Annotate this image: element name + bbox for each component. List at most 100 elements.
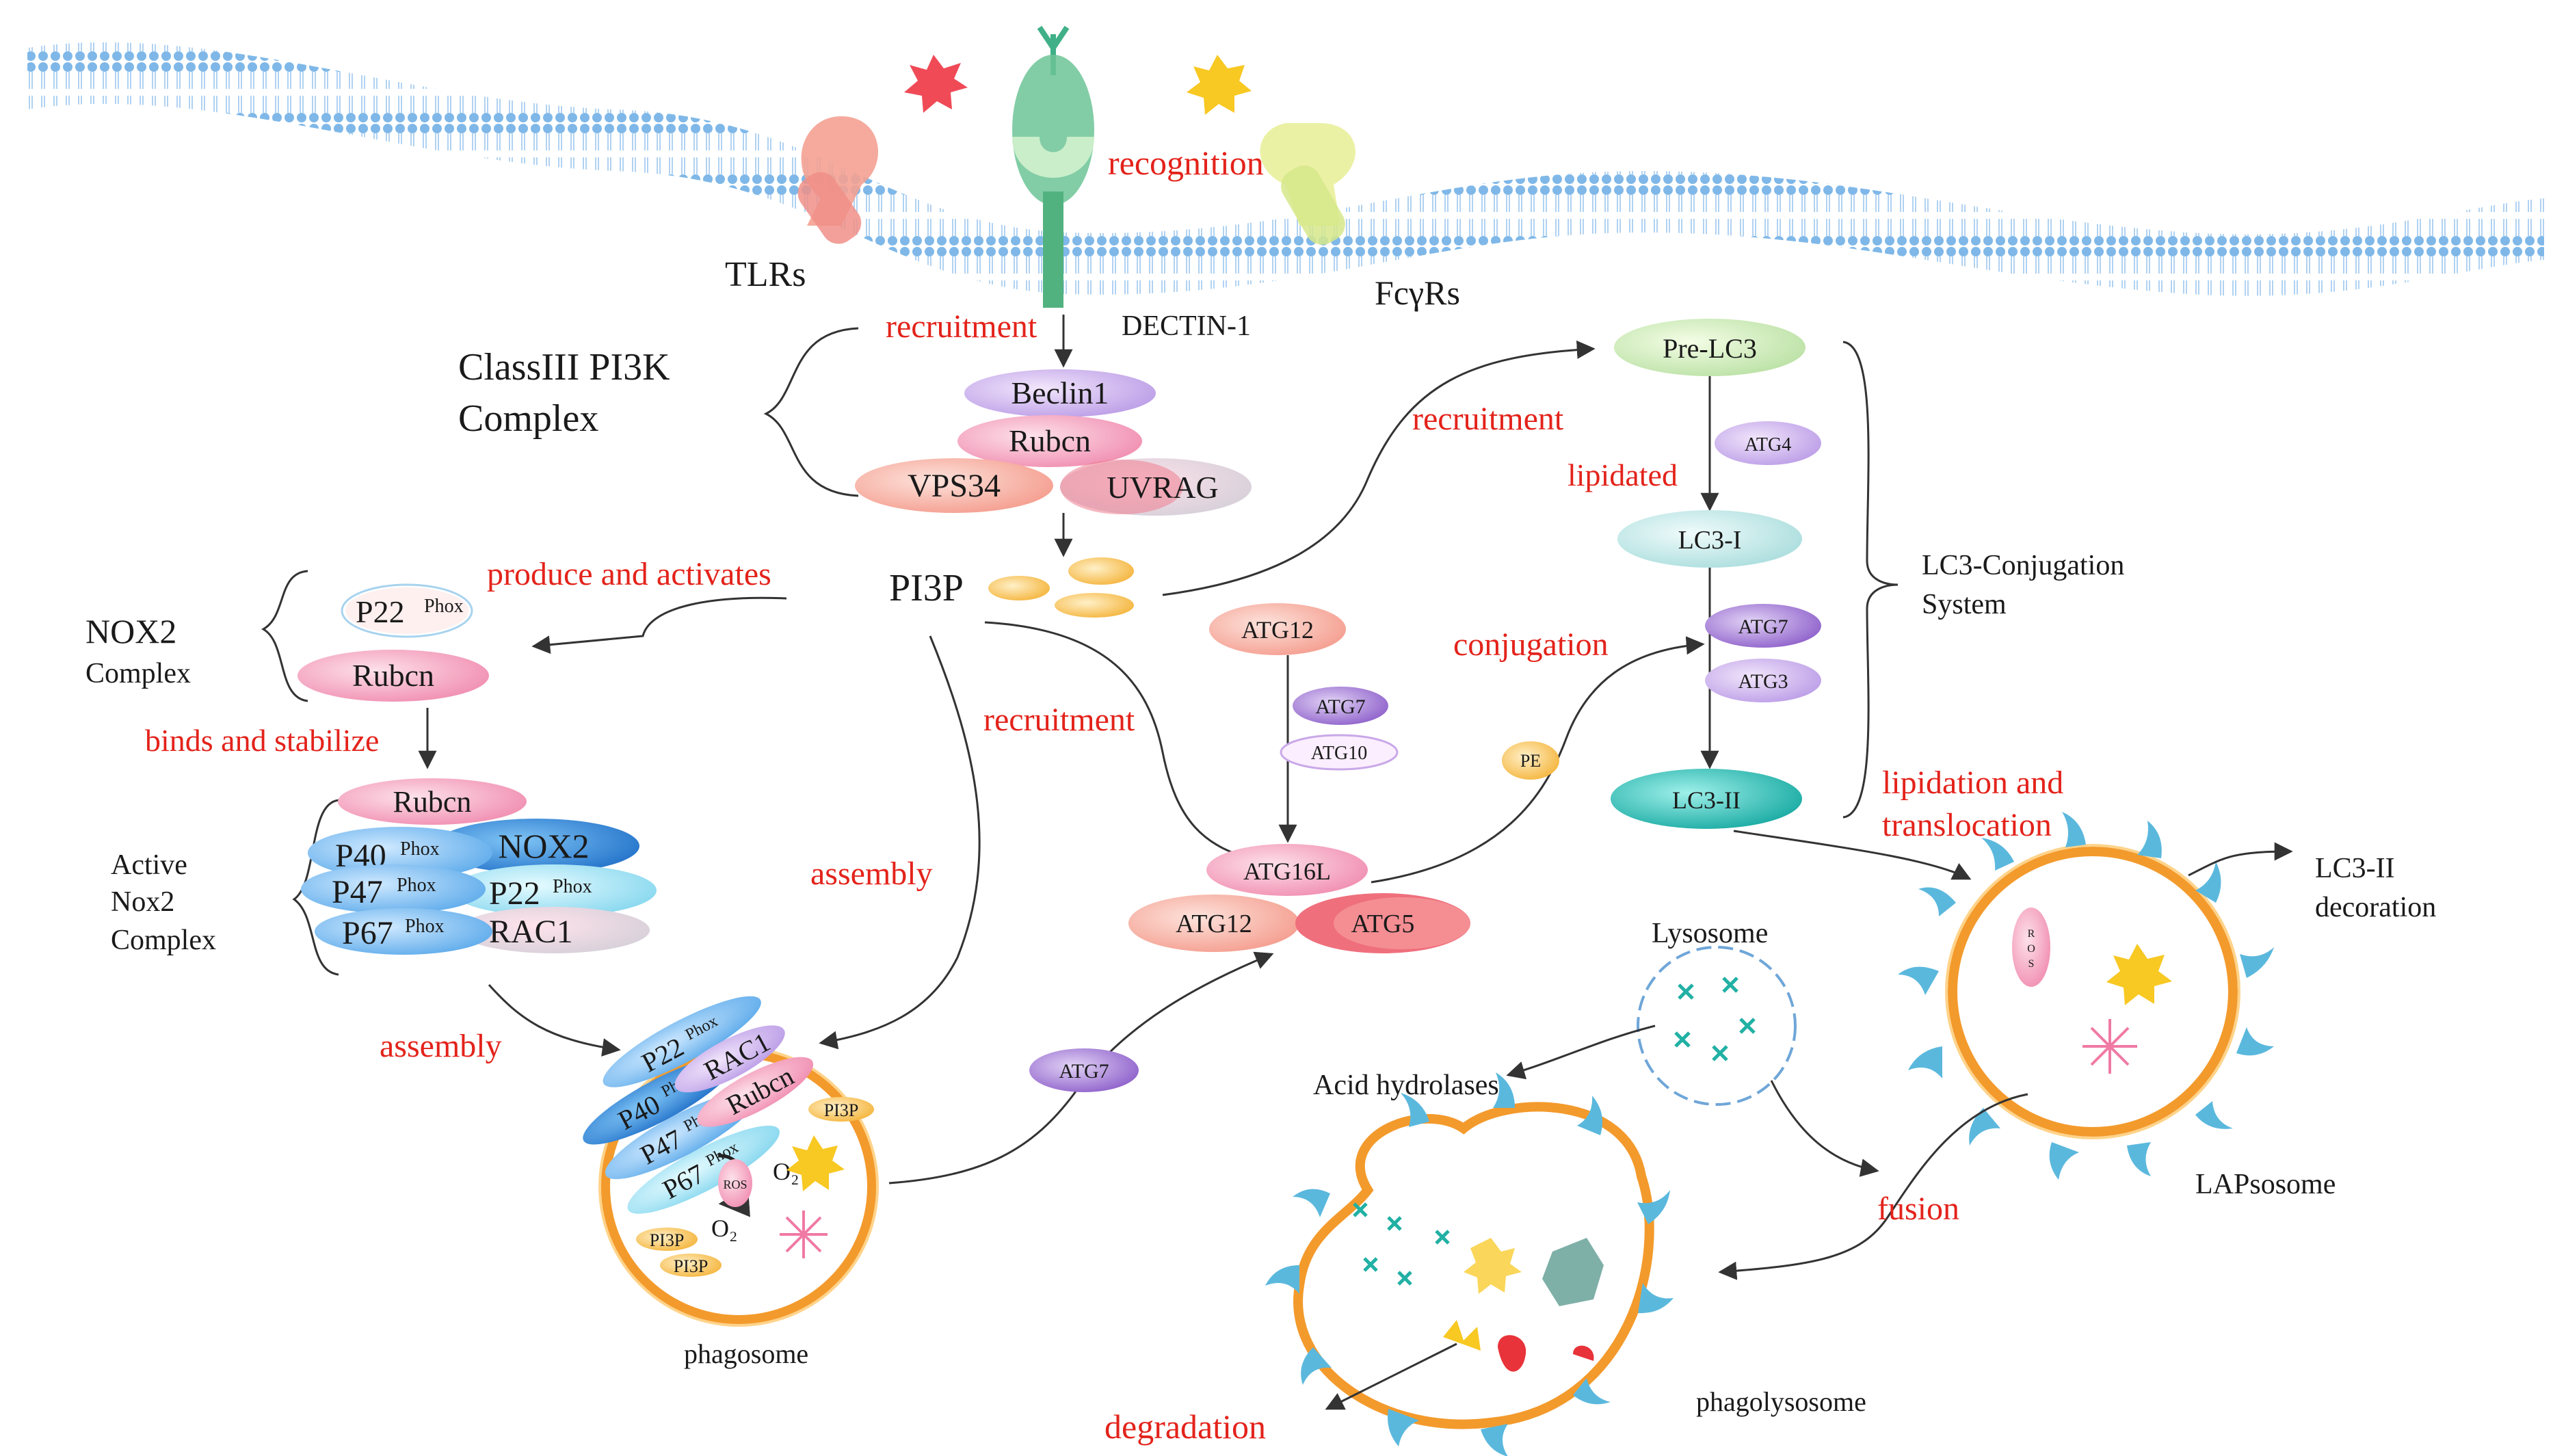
phagolysosome-fragment2-icon (1573, 1345, 1594, 1361)
phagolysosome-shard-icon (1443, 1320, 1481, 1351)
ph-pi3p-3: PI3P (674, 1256, 709, 1276)
beclin1-node: Beclin1 (964, 369, 1156, 417)
lapsosome-ros-text-o: O (2027, 943, 2035, 955)
lc3-i-text: LC3-I (1678, 526, 1742, 555)
arrow-produce (531, 596, 787, 654)
arrow-assembly-mid (819, 635, 981, 1050)
phagolysosome-label: phagolysosome (1696, 1386, 1866, 1417)
pathogen-sun-icon (1187, 55, 1252, 115)
conjugation-label: conjugation (1453, 626, 1609, 663)
produce-activates-label: produce and activates (487, 556, 771, 592)
arrow-conjugation (1371, 636, 1705, 884)
p40-sup: Phox (400, 838, 440, 860)
fcgr-receptor-icon (1260, 123, 1356, 245)
atg5-text: ATG5 (1351, 910, 1415, 938)
rubcn-top-text: Rubcn (1009, 423, 1091, 458)
atg7-low-node: ATG7 (1029, 1048, 1139, 1092)
assembly-mid-label: assembly (810, 856, 933, 892)
lapsosome-ros-text-s: S (2028, 958, 2035, 970)
lapsosome-starburst-icon (2082, 1019, 2137, 1074)
pi3k-brace (763, 327, 859, 497)
lc3-system-title-1: LC3-Conjugation (1922, 550, 2124, 581)
lysosome-vesicle (1637, 946, 1797, 1106)
phagolysosome-sun-icon (1464, 1238, 1522, 1294)
active-nox2-title-1: Active (111, 849, 187, 881)
lipidation-label-2: translocation (1882, 807, 2052, 843)
p22-active-sup: Phox (553, 876, 592, 897)
phagosome-pi3p-tags: PI3P PI3P PI3P (636, 1097, 874, 1277)
rubcn-top-node: Rubcn (957, 415, 1142, 467)
recognition-label: recognition (1108, 144, 1264, 182)
active-rubcn-text: Rubcn (393, 785, 472, 819)
atg10-node: ATG10 (1280, 734, 1399, 771)
phagosome-sun-icon (786, 1135, 845, 1191)
active-nox2-brace (292, 799, 339, 976)
pe-node: PE (1502, 741, 1559, 780)
atg7-low-text: ATG7 (1059, 1060, 1109, 1083)
nox2-brace (261, 570, 308, 702)
atg12-top-node: ATG12 (1209, 603, 1346, 655)
arrow-lc3ii-decoration (2188, 842, 2293, 877)
phagosome-starburst-icon (780, 1210, 828, 1258)
fcgrs-label: FcγRs (1375, 274, 1460, 312)
recruitment-right-label: recruitment (1412, 401, 1564, 437)
lipidation-label-1: lipidation and (1882, 765, 2063, 801)
lc3-system-brace (1842, 341, 1899, 819)
p22-active-text: P22 (489, 875, 540, 912)
phagosome-ros-text: ROS (723, 1178, 747, 1191)
lapsosome-vesicle (1945, 844, 2240, 1139)
phagosome-label: phagosome (684, 1338, 808, 1369)
rubcn-nox2-node: Rubcn (297, 650, 489, 702)
atg5-node: ATG5 (1295, 893, 1470, 953)
active-nox2-title-2: Nox2 (111, 886, 174, 918)
arrow-recruitment-right (1162, 340, 1596, 596)
nox2-title-1: NOX2 (85, 612, 176, 650)
pi3k-complex-title-1: ClassIII PI3K (458, 346, 670, 388)
lapsosome-ros-text-r: R (2028, 928, 2035, 940)
pre-lc3-text: Pre-LC3 (1663, 333, 1757, 364)
arrow-lipidation (1733, 830, 1972, 880)
lapsosome-label: LAPsosome (2195, 1169, 2336, 1200)
atg10-text: ATG10 (1311, 743, 1367, 764)
vps34-node: VPS34 (855, 458, 1053, 513)
atg16l-node: ATG16L (1206, 844, 1368, 896)
vps34-text: VPS34 (908, 468, 1001, 504)
arrow-phagosome-to-atg (888, 951, 1274, 1184)
arrow-recruitment-mid (984, 621, 1260, 866)
lapsosome-sun-icon (2106, 944, 2172, 1005)
recruitment-mid-label: recruitment (983, 702, 1135, 738)
pathogen-star-icon (904, 55, 968, 113)
p22phox-node: P22 Phox (341, 583, 473, 638)
lc3-ii-node: LC3-II (1611, 769, 1802, 829)
assembly-left-label: assembly (380, 1028, 502, 1064)
atg12-bottom-node: ATG12 (1128, 895, 1299, 952)
lc3-i-node: LC3-I (1617, 510, 1802, 568)
atg4-text: ATG4 (1745, 434, 1791, 455)
recruitment-top-label: recruitment (886, 308, 1037, 345)
active-nox2-complex: Rubcn NOX2 P40 Phox P22 Phox P47 Phox RA… (301, 778, 657, 955)
pi3p-vesicles (988, 557, 1134, 618)
active-nox2-title-3: Complex (111, 925, 216, 956)
lc3-system-title-2: System (1922, 589, 2007, 620)
uvrag-node: UVRAG (1060, 458, 1252, 516)
pe-text: PE (1520, 751, 1541, 771)
plasma-membrane (27, 42, 2544, 296)
p22-sup-text: Phox (424, 596, 464, 617)
atg7-mid-text: ATG7 (1315, 696, 1365, 718)
atg12-top-text: ATG12 (1241, 616, 1314, 644)
atg3-text: ATG3 (1738, 670, 1788, 693)
atg4-node: ATG4 (1715, 421, 1821, 465)
pi3k-complex-title-2: Complex (458, 397, 598, 440)
arrow-acid-hydrolases (1506, 1024, 1656, 1080)
arrow-lysosome-fusion (1770, 1080, 1879, 1177)
ph-pi3p-1: PI3P (824, 1100, 859, 1120)
phagolysosome-fragment-icon (1498, 1335, 1526, 1372)
lc3-ii-text: LC3-II (1672, 786, 1741, 814)
lc3ii-decoration-1: LC3-II (2315, 853, 2395, 884)
arrow-fusion-to-phagolysosome (1718, 1093, 2028, 1280)
phagosome-nox2-stack: P22 Phox P40 Phox RAC1 P47 Phox Rubcn P6… (583, 996, 814, 1214)
phagosome-ros: ROS O₂⁻ O₂ (711, 1154, 812, 1242)
ph-pi3p-2: PI3P (650, 1230, 685, 1250)
phagolysosome-debris-icon (1542, 1238, 1604, 1306)
